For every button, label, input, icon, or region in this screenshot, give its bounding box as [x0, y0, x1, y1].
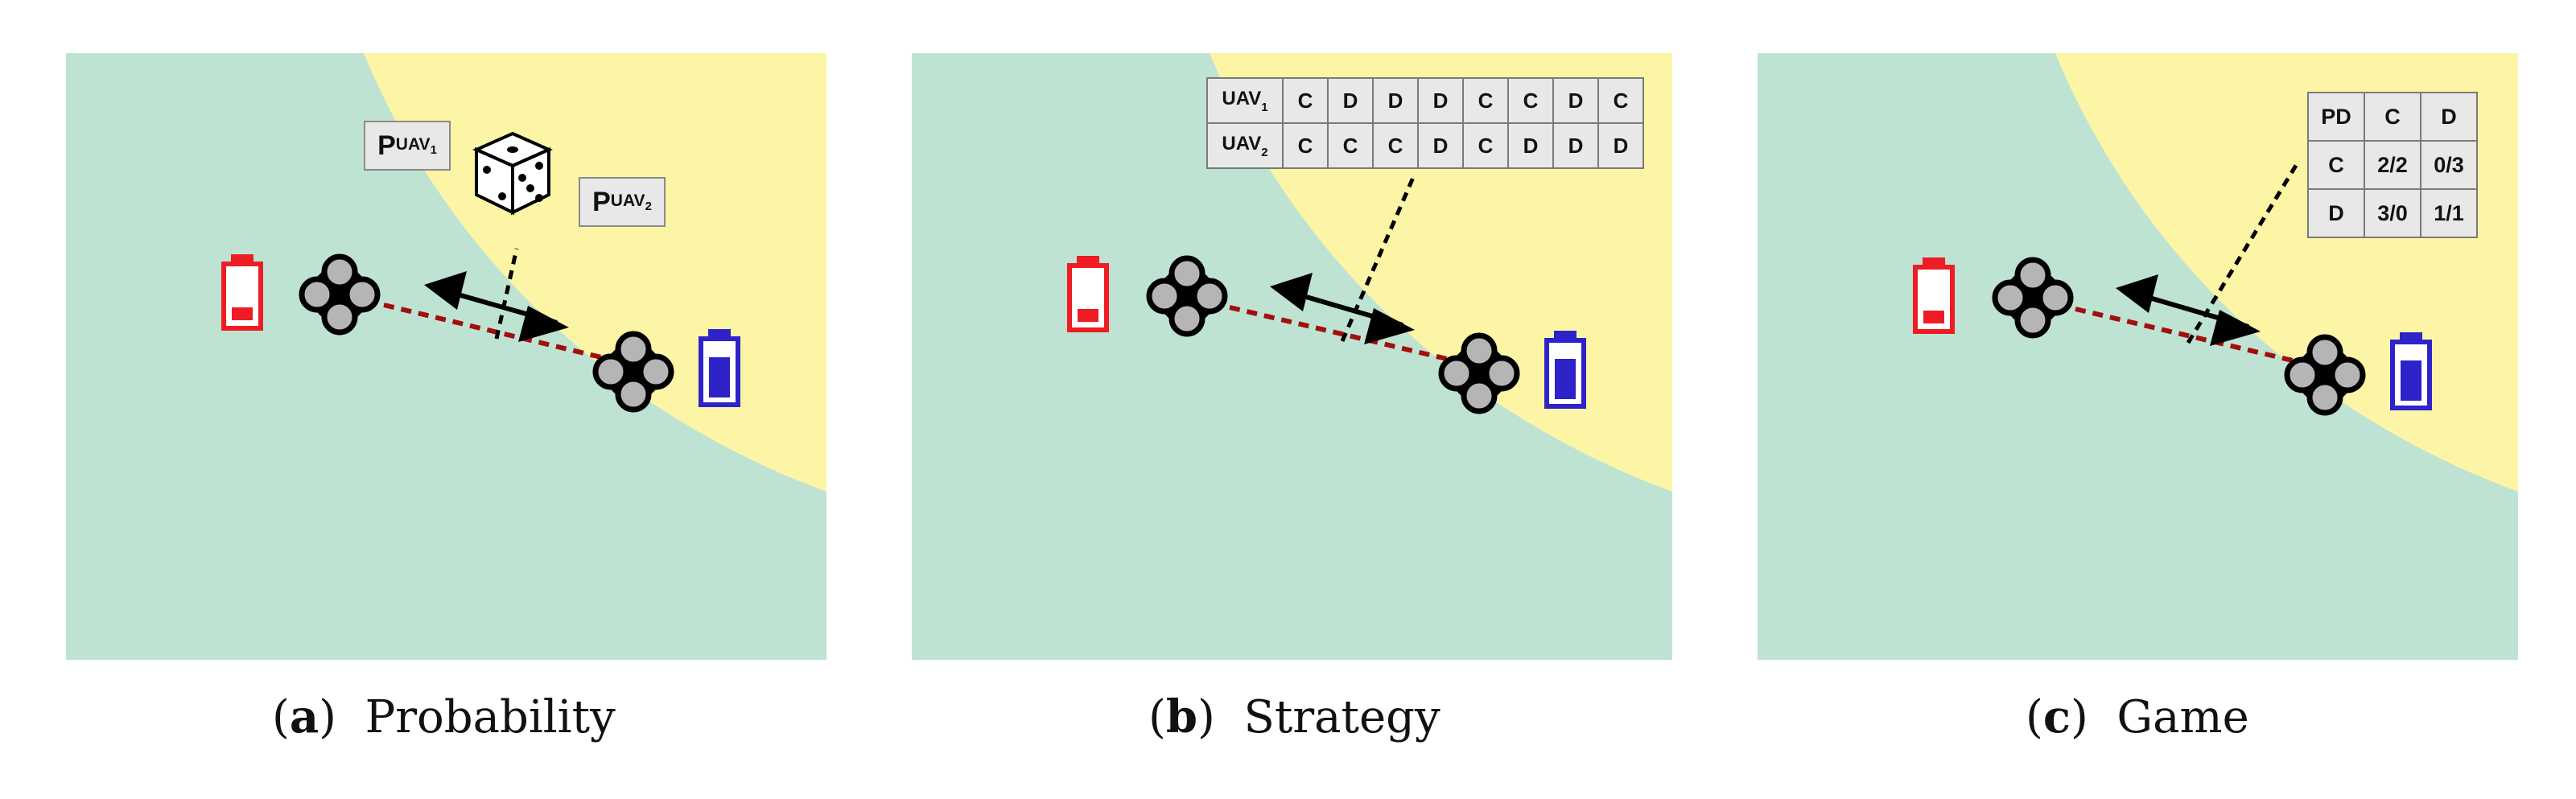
drone-icon-uav1	[1146, 255, 1228, 337]
strategy-row-header: UAV1	[1206, 77, 1284, 124]
strategy-cell: D	[1507, 122, 1554, 169]
strategy-cell: D	[1327, 77, 1374, 124]
dice-icon	[472, 131, 553, 216]
full-battery-icon	[699, 329, 740, 407]
caption-text: Probability	[365, 691, 616, 743]
caption-letter: a	[289, 690, 319, 743]
probability-subsubscript: 2	[645, 199, 652, 213]
drone-icon-uav2	[2284, 334, 2366, 416]
payoff-col-header: D	[2420, 92, 2478, 142]
dotted-connector	[494, 248, 519, 340]
strategy-cell: C	[1597, 77, 1644, 124]
low-battery-icon	[1913, 257, 1955, 334]
uav-link	[1229, 305, 1468, 366]
payoff-col-header: C	[2364, 92, 2421, 142]
strategy-table: UAV1 C D D D C C D C UAV2 C C C D C D D …	[1206, 77, 1644, 169]
strategy-cell: D	[1417, 122, 1464, 169]
payoff-row: C 2/2 0/3	[2307, 140, 2478, 190]
low-battery-icon	[1067, 256, 1109, 332]
caption-strategy: (b) Strategy	[1148, 690, 1440, 743]
panel-strategy: UAV1 C D D D C C D C UAV2 C C C D C D D …	[912, 53, 1672, 660]
low-battery-icon	[221, 254, 263, 331]
strategy-row-uav1: UAV1 C D D D C C D C	[1206, 77, 1644, 124]
probability-subscript: UAV	[610, 191, 645, 210]
caption-text: Game	[2116, 691, 2249, 743]
double-arrow	[1270, 273, 1415, 344]
double-arrow	[2116, 274, 2261, 346]
strategy-cell: C	[1372, 122, 1419, 169]
drone-icon-uav2	[1438, 332, 1520, 414]
strategy-cell: D	[1597, 122, 1644, 169]
caption-letter: c	[2042, 690, 2071, 743]
caption-game: (c) Game	[2026, 690, 2249, 743]
drone-icon-uav1	[1992, 257, 2074, 339]
strategy-cell: C	[1327, 122, 1374, 169]
caption-letter: b	[1165, 690, 1198, 743]
strategy-cell: C	[1462, 122, 1509, 169]
probability-symbol: P	[592, 186, 611, 217]
strategy-cell: C	[1507, 77, 1554, 124]
full-battery-icon	[2390, 332, 2432, 410]
strategy-cell: D	[1372, 77, 1419, 124]
payoff-row: D 3/0 1/1	[2307, 188, 2478, 238]
drone-icon-uav1	[299, 253, 381, 336]
double-arrow	[424, 271, 569, 342]
uav-link	[2075, 307, 2314, 368]
payoff-corner-cell: PD	[2307, 92, 2365, 142]
payoff-row-header: D	[2307, 188, 2365, 238]
payoff-matrix: PD C D C 2/2 0/3 D 3/0 1/1	[2307, 92, 2478, 238]
strategy-cell: C	[1462, 77, 1509, 124]
caption-probability: (a) Probability	[272, 690, 616, 743]
strategy-cell: C	[1282, 122, 1329, 169]
payoff-cell: 2/2	[2364, 140, 2421, 190]
payoff-cell: 0/3	[2420, 140, 2478, 190]
full-battery-icon	[1544, 331, 1586, 409]
probability-subscript: UAV	[395, 134, 431, 154]
strategy-cell: C	[1282, 77, 1329, 124]
probability-subsubscript: 1	[430, 142, 437, 157]
strategy-cell: D	[1552, 77, 1599, 124]
payoff-cell: 3/0	[2364, 188, 2421, 238]
strategy-cell: D	[1552, 122, 1599, 169]
strategy-row-uav2: UAV2 C C C D C D D D	[1206, 122, 1644, 169]
strategy-cell: D	[1417, 77, 1464, 124]
payoff-header-row: PD C D	[2307, 92, 2478, 142]
drone-icon-uav2	[592, 331, 674, 413]
caption-text: Strategy	[1243, 691, 1440, 743]
payoff-row-header: C	[2307, 140, 2365, 190]
probability-symbol: P	[377, 130, 396, 161]
panel-game: PD C D C 2/2 0/3 D 3/0 1/1	[1758, 53, 2518, 660]
payoff-cell: 1/1	[2420, 188, 2478, 238]
uav-link	[383, 303, 622, 364]
strategy-row-header: UAV2	[1206, 122, 1284, 169]
